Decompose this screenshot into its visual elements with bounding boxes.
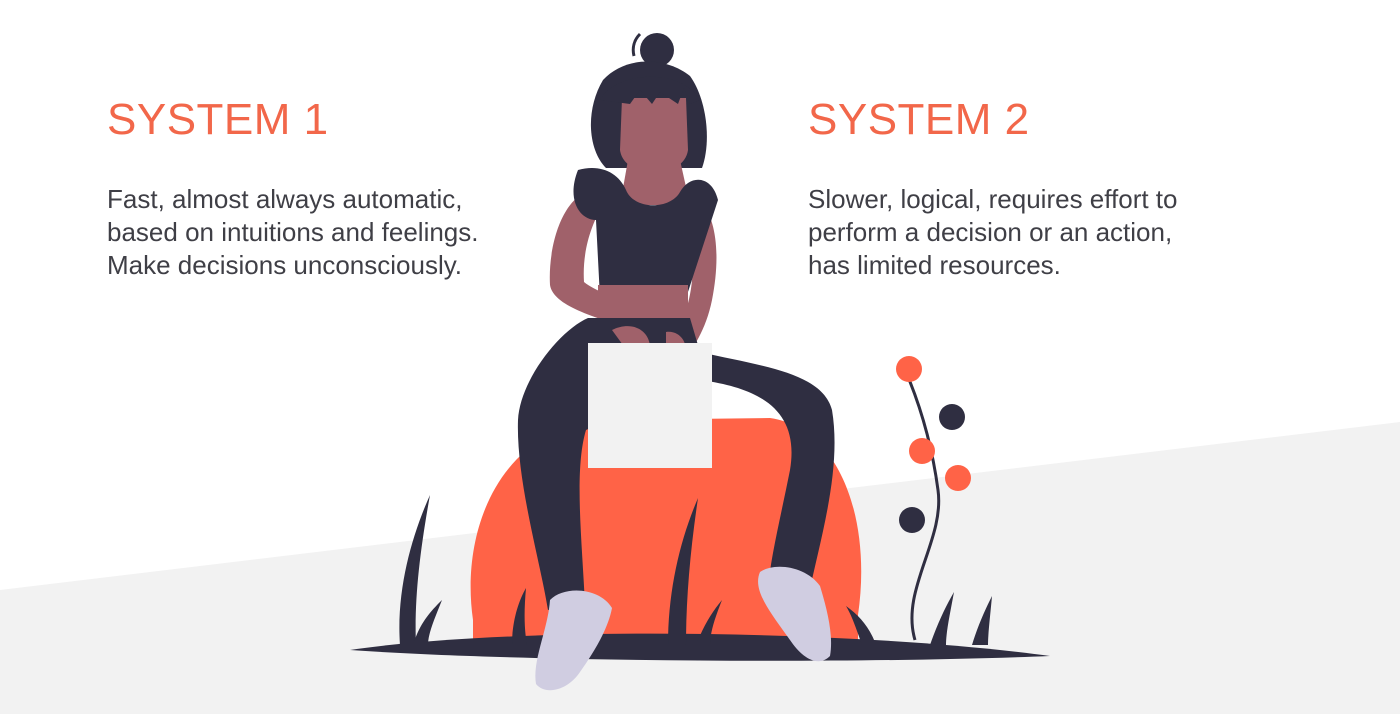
paper-sheet	[588, 343, 712, 468]
system1-line: Make decisions unconsciously.	[107, 250, 463, 280]
system1-description: Fast, almost always automatic, based on …	[107, 183, 567, 282]
system1-line: Fast, almost always automatic,	[107, 184, 463, 214]
grass-icon	[350, 495, 1050, 661]
system2-line: perform a decision or an action,	[808, 217, 1173, 247]
system1-line: based on intuitions and feelings.	[107, 217, 479, 247]
system1-heading: SYSTEM 1	[107, 95, 329, 144]
system2-section: SYSTEM 2 Slower, logical, requires effor…	[808, 92, 1268, 282]
system2-line: has limited resources.	[808, 250, 1061, 280]
system2-line: Slower, logical, requires effort to	[808, 184, 1178, 214]
system2-heading: SYSTEM 2	[808, 95, 1030, 144]
system1-section: SYSTEM 1 Fast, almost always automatic, …	[107, 92, 567, 282]
flower-icon	[896, 356, 971, 641]
system2-description: Slower, logical, requires effort to perf…	[808, 183, 1268, 282]
